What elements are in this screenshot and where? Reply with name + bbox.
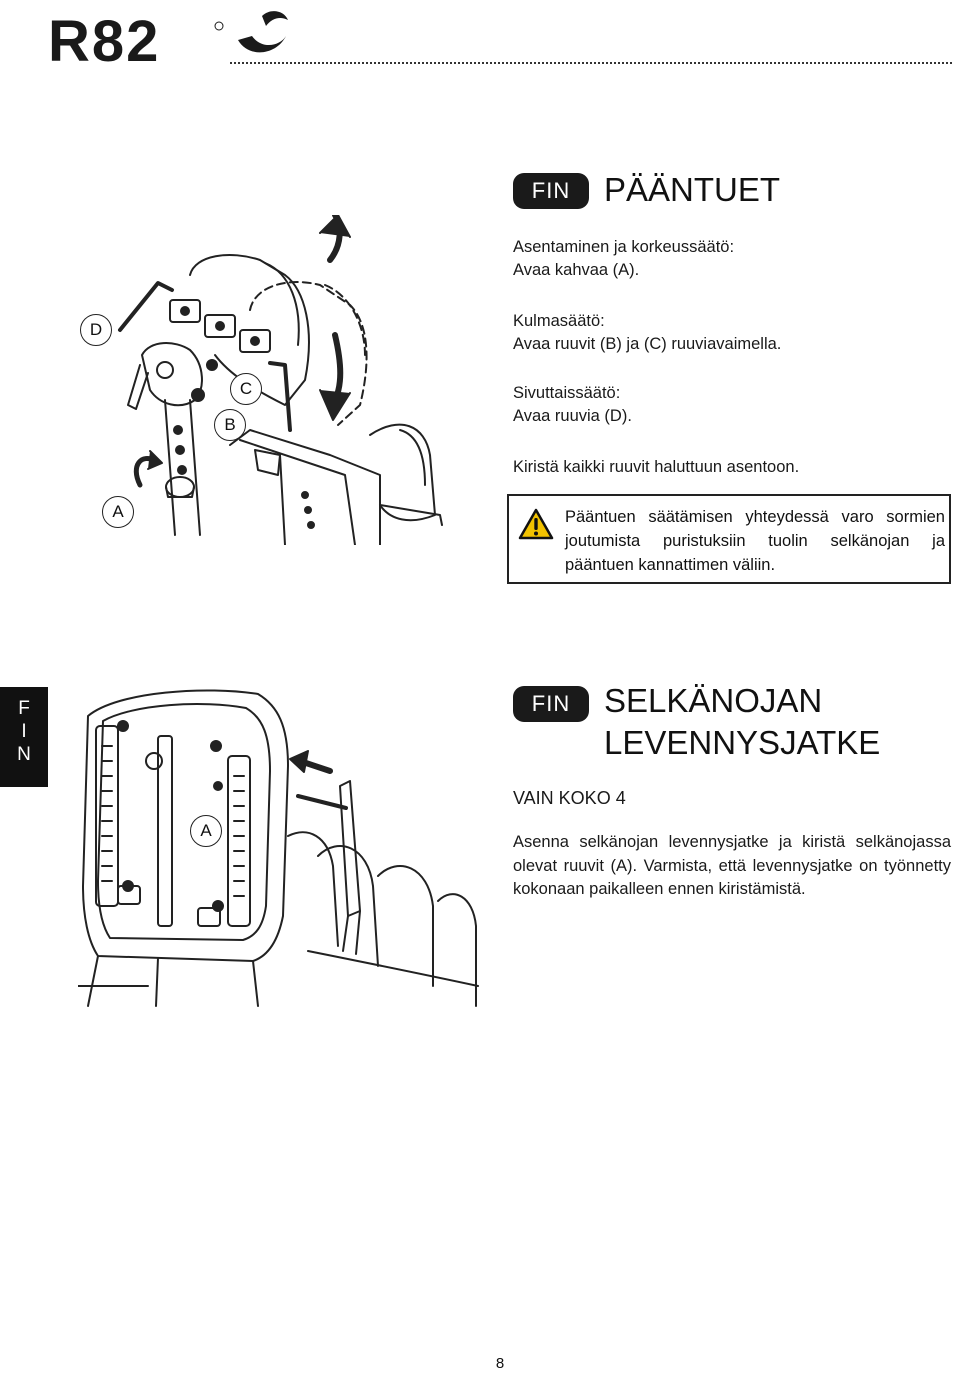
language-badge: FIN <box>513 686 589 722</box>
backrest-extension-illustration <box>77 686 498 1011</box>
instruction-lateral: Sivuttaissäätö: Avaa ruuvia (D). <box>513 382 632 428</box>
language-side-tab: F I N <box>0 687 48 787</box>
language-badge: FIN <box>513 173 589 209</box>
section-title-headrests: PÄÄNTUET <box>604 171 781 208</box>
instruction-line: Avaa ruuvit (B) ja (C) ruuviavaimella. <box>513 335 782 353</box>
instruction-line: Avaa kahvaa (A). <box>513 261 640 279</box>
instruction-angle: Kulmasäätö: Avaa ruuvit (B) ja (C) ruuvi… <box>513 310 781 356</box>
warning-text: Pääntuen säätämisen yhteydessä varo sorm… <box>565 508 945 574</box>
section-title-line1: SELKÄNOJAN <box>604 682 823 719</box>
callout-b: B <box>214 409 246 441</box>
instruction-line: Kiristä kaikki ruuvit haluttuun asentoon… <box>513 458 800 476</box>
side-tab-letter: I <box>21 721 27 742</box>
warning-box <box>507 494 951 584</box>
section-title-line2: LEVENNYSJATKE <box>604 724 881 761</box>
instruction-line: Asentaminen ja korkeussäätö: <box>513 238 735 256</box>
size-note: VAIN KOKO 4 <box>513 788 626 808</box>
instruction-height: Asentaminen ja korkeussäätö: Avaa kahvaa… <box>513 236 734 282</box>
brand-logo: R82 <box>48 6 298 74</box>
side-tab-letter: N <box>17 744 31 765</box>
header-divider <box>230 62 952 64</box>
extension-instructions: Asenna selkänojan levennysjatke ja kiris… <box>513 833 951 898</box>
r82-logo-icon: R82 <box>48 9 288 74</box>
callout-d: D <box>80 314 112 346</box>
instruction-tighten: Kiristä kaikki ruuvit haluttuun asentoon… <box>513 456 799 479</box>
instruction-line: Avaa ruuvia (D). <box>513 407 632 425</box>
side-tab-letter: F <box>18 698 30 719</box>
callout-c: C <box>230 373 262 405</box>
page-number: 8 <box>495 1355 505 1372</box>
brand-name: R82 <box>48 9 160 66</box>
callout-a-extension: A <box>190 815 222 847</box>
instruction-line: Sivuttaissäätö: <box>513 384 621 402</box>
callout-a: A <box>102 496 134 528</box>
instruction-line: Kulmasäätö: <box>513 312 605 330</box>
headrest-illustration <box>80 212 500 546</box>
warning-icon <box>518 508 554 545</box>
rail-slots <box>101 745 113 882</box>
